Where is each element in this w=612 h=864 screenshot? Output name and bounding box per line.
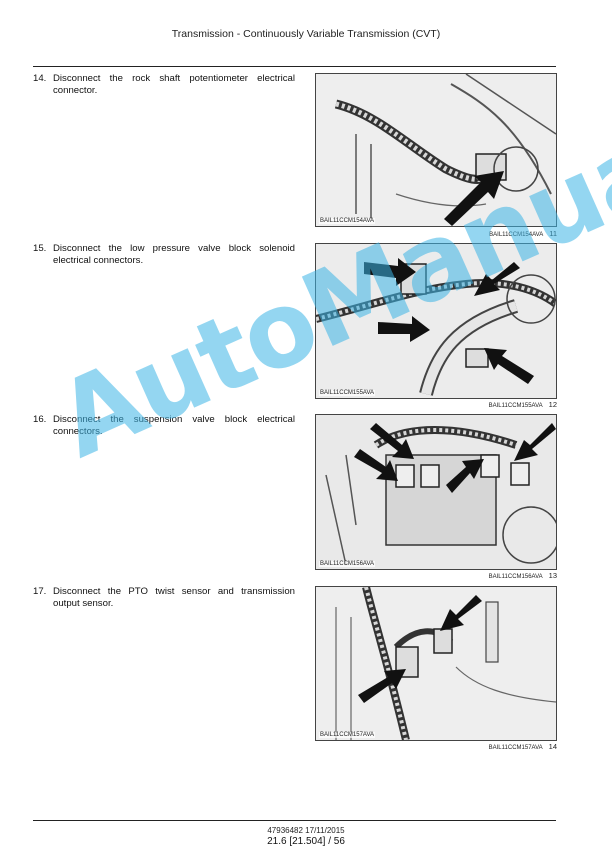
footer-doc-info: 47936482 17/11/2015 (267, 826, 345, 835)
figure-caption-12: BAIL11CCM155AVA 12 (315, 400, 557, 409)
figure-id-label: BAIL11CCM154AVA (319, 218, 376, 224)
step-number: 17. (33, 586, 47, 597)
footer-rule (33, 820, 556, 821)
figure-caption-14: BAIL11CCM157AVA 14 (315, 742, 557, 751)
step-17: 17. Disconnect the PTO twist sensor and … (33, 586, 295, 610)
caption-id: BAIL11CCM156AVA (488, 574, 543, 580)
figure-id-label: BAIL11CCM155AVA (319, 390, 376, 396)
illustration-low-pressure-valve-block (316, 244, 556, 398)
footer-page-ref: 21.6 [21.504] / 56 (267, 836, 345, 847)
illustration-rock-shaft-connector (316, 74, 556, 226)
caption-id: BAIL11CCM154AVA (489, 232, 544, 238)
caption-id: BAIL11CCM157AVA (488, 745, 543, 751)
figure-number: 11 (549, 229, 557, 238)
step-text: Disconnect the low pressure valve block … (53, 243, 295, 266)
figure-number: 12 (548, 400, 557, 409)
step-number: 16. (33, 414, 47, 425)
figure-11: BAIL11CCM154AVA (315, 73, 557, 227)
figure-number: 13 (548, 571, 557, 580)
figure-caption-11: BAIL11CCM154AVA 11 (315, 229, 557, 238)
step-16: 16. Disconnect the suspension valve bloc… (33, 414, 295, 438)
step-text: Disconnect the suspension valve block el… (53, 414, 295, 437)
step-14: 14. Disconnect the rock shaft potentiome… (33, 73, 295, 97)
step-number: 14. (33, 73, 47, 84)
step-number: 15. (33, 243, 47, 254)
figure-number: 14 (548, 742, 557, 751)
illustration-suspension-valve-block (316, 415, 556, 569)
step-text: Disconnect the rock shaft potentiometer … (53, 73, 295, 96)
illustration-pto-twist-sensor (316, 587, 556, 740)
figure-13: BAIL11CCM156AVA (315, 414, 557, 570)
figure-12: BAIL11CCM155AVA (315, 243, 557, 399)
figure-caption-13: BAIL11CCM156AVA 13 (315, 571, 557, 580)
header-rule (33, 66, 556, 67)
caption-id: BAIL11CCM155AVA (488, 403, 543, 409)
figure-id-label: BAIL11CCM157AVA (319, 732, 376, 738)
step-15: 15. Disconnect the low pressure valve bl… (33, 243, 295, 267)
page-header-title: Transmission - Continuously Variable Tra… (171, 28, 441, 40)
step-text: Disconnect the PTO twist sensor and tran… (53, 586, 295, 609)
figure-id-label: BAIL11CCM156AVA (319, 561, 376, 567)
figure-14: BAIL11CCM157AVA (315, 586, 557, 741)
